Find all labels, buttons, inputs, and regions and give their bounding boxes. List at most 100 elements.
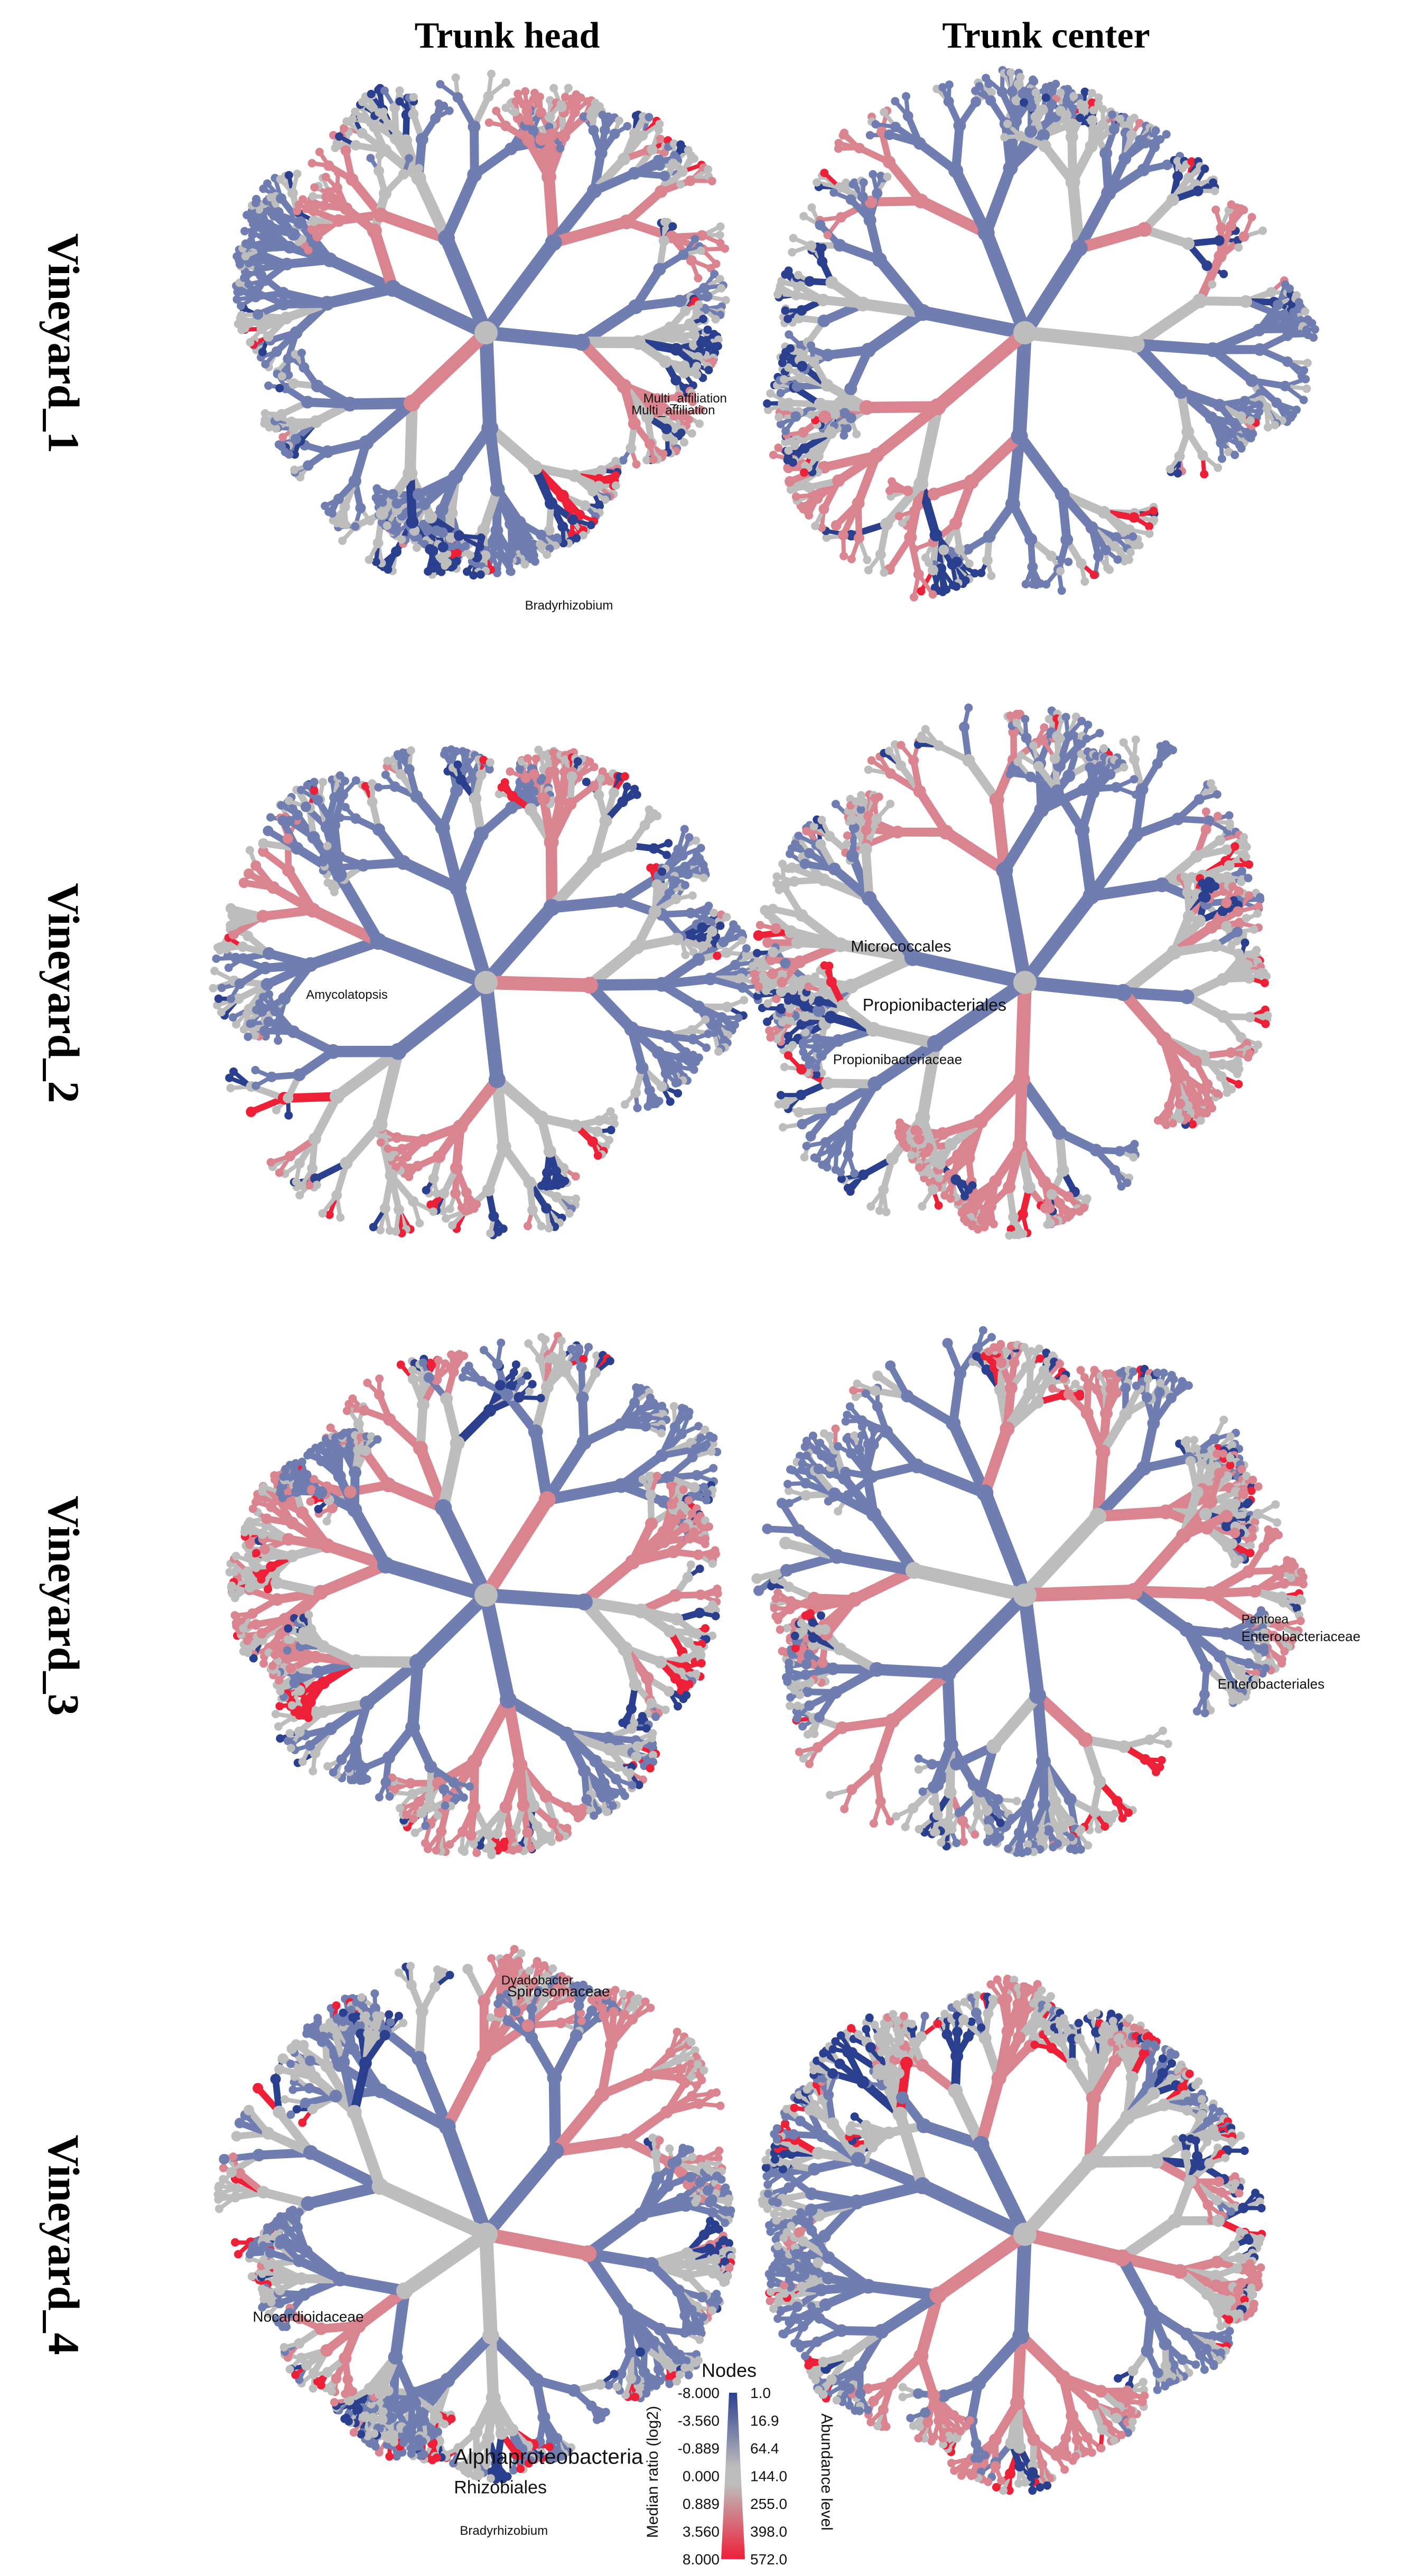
tree-node	[389, 781, 400, 792]
tree-node	[761, 986, 770, 995]
tree-node	[861, 825, 872, 836]
tree-node	[232, 252, 241, 261]
tree-node	[287, 228, 300, 241]
tree-node	[1170, 1073, 1183, 1086]
tree-node	[608, 787, 619, 798]
tree-node	[1083, 887, 1100, 905]
tree-edge	[884, 157, 926, 206]
tree-node	[844, 382, 857, 396]
tree-node	[429, 564, 438, 573]
tree-node	[1216, 1071, 1227, 1082]
tree-node	[262, 947, 275, 960]
tree-node	[545, 234, 562, 251]
tree-node	[1029, 741, 1038, 750]
tree-node	[1118, 152, 1132, 165]
tree-node	[506, 567, 515, 576]
tree-node	[661, 1030, 675, 1043]
tree-node	[702, 1043, 711, 1052]
tree-node	[370, 933, 387, 950]
tree-node	[287, 1025, 300, 1038]
tree-node	[1221, 921, 1232, 932]
tree-node	[817, 256, 828, 267]
tree-node	[1008, 1212, 1019, 1223]
tree-node	[380, 86, 389, 95]
tree-node	[335, 132, 344, 141]
tree-node	[337, 789, 348, 800]
tree-node	[1065, 174, 1080, 190]
tree-node	[325, 1044, 341, 1059]
tree-node	[319, 778, 328, 786]
tree-node	[885, 768, 896, 779]
tree-edge	[631, 265, 664, 312]
tree-node	[1214, 250, 1227, 263]
tree-node	[496, 1139, 511, 1155]
tree-node	[1098, 105, 1107, 114]
tree-node	[658, 867, 667, 876]
tree-node	[664, 839, 673, 848]
tree-node	[929, 398, 946, 416]
tree-node	[1056, 1164, 1069, 1177]
tree-node	[594, 146, 608, 160]
tree-node	[869, 170, 878, 179]
tree-node	[644, 1085, 655, 1096]
tree-node	[486, 758, 495, 767]
tree-node	[250, 860, 262, 871]
tree-node	[808, 356, 819, 367]
tree-node	[1052, 1125, 1067, 1140]
tree-node	[617, 153, 630, 166]
tree-node	[1020, 98, 1029, 107]
column-title-trunk-head: Trunk head	[414, 15, 600, 56]
tree-node	[240, 324, 249, 333]
tree-node	[696, 932, 707, 943]
tree-node	[307, 223, 318, 235]
tree-node	[1261, 1019, 1270, 1028]
tree-node	[653, 811, 662, 820]
tree-node	[487, 69, 496, 78]
tree-node	[1038, 139, 1051, 153]
tree-node	[1242, 914, 1251, 923]
tree-node	[228, 1013, 237, 1022]
tree-node	[817, 816, 826, 825]
tree-node	[656, 1081, 667, 1092]
tree-node	[1216, 222, 1227, 233]
tree-node	[1245, 374, 1258, 387]
tree-node	[1200, 892, 1211, 903]
tree-node	[463, 567, 472, 576]
tree-node	[774, 443, 783, 452]
tree-node	[1244, 874, 1253, 883]
tree-node	[1154, 877, 1170, 893]
tree-node	[1011, 427, 1028, 445]
tree-node	[357, 859, 370, 872]
tree-node	[897, 741, 906, 750]
tree-node	[806, 240, 817, 251]
tree-node	[1055, 105, 1066, 116]
tree-node	[902, 110, 913, 121]
tree-node	[397, 1144, 408, 1155]
tree-node	[209, 983, 218, 992]
tree-node	[340, 202, 353, 215]
tree-node	[549, 766, 560, 778]
tree-node	[617, 379, 632, 394]
tree-node	[379, 1203, 390, 1214]
tree-node	[1126, 116, 1135, 125]
tree-node	[1156, 1032, 1172, 1047]
tree-node	[1093, 551, 1104, 562]
tree-node	[351, 522, 360, 531]
tree-node	[948, 163, 964, 179]
tree-node	[297, 349, 306, 358]
tree-node	[717, 284, 726, 293]
tree-node	[404, 764, 415, 775]
tree-node	[256, 910, 269, 923]
tree-node	[668, 222, 677, 231]
tree-node	[679, 360, 690, 371]
tree-node	[769, 451, 778, 460]
tree-node	[1215, 835, 1226, 846]
tree-node	[366, 517, 375, 526]
tree-node	[698, 283, 710, 294]
tree-node	[451, 73, 460, 82]
tree-node	[586, 854, 602, 869]
tree-node	[350, 139, 361, 151]
tree-node	[237, 301, 246, 310]
tree-edge	[584, 979, 638, 1035]
tree-node	[544, 111, 555, 123]
